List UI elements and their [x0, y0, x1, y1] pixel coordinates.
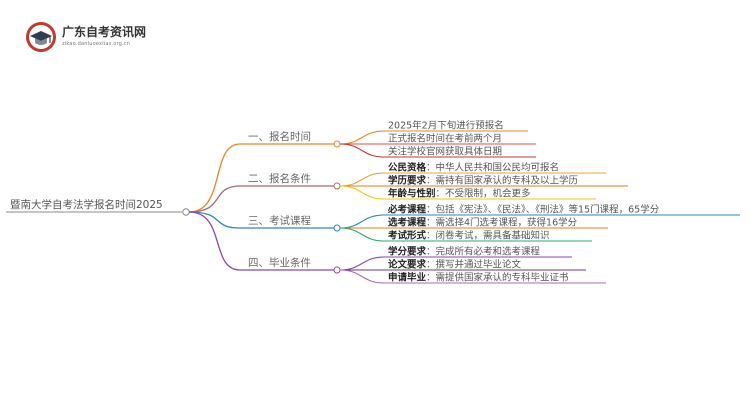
branch-label: 三、考试课程 — [248, 215, 311, 227]
leaf-connector — [339, 172, 385, 187]
branch-label: 二、报名条件 — [248, 172, 311, 185]
site-url: zikao.danluoexlias.org.cn — [62, 41, 131, 47]
leaf-keyword: 考试形式 — [388, 230, 427, 242]
branch-label: 四、毕业条件 — [248, 256, 311, 269]
leaf-text: 学分要求：完成所有必考和选考课程 — [388, 246, 541, 258]
leaf-text: 选考课程：需选择4门选考课程，获得16学分 — [388, 217, 578, 229]
root-topic: 暨南大学自考法学报名时间2025 — [10, 198, 163, 211]
leaf-connector — [339, 269, 385, 284]
leaf-keyword: 公民资格 — [388, 162, 427, 174]
site-logo[interactable]: 广东自考资讯网 zikao.danluoexlias.org.cn — [24, 20, 147, 54]
leaf-connector — [339, 256, 385, 271]
leaf-text: 学历要求：需持有国家承认的专科及以上学历 — [388, 175, 578, 187]
leaf-detail: ：闭卷考试，需具备基础知识 — [426, 230, 550, 242]
leaf-text: 考试形式：闭卷考试，需具备基础知识 — [388, 230, 550, 242]
branch-node — [333, 182, 341, 190]
leaf-detail: ：需选择4门选考课程，获得16学分 — [426, 217, 578, 229]
leaf-detail: ：完成所有必考和选考课程 — [426, 246, 541, 258]
leaf-text: 年龄与性别：不受限制，机会更多 — [388, 188, 531, 200]
leaf-keyword: 学历要求 — [388, 175, 427, 187]
leaf-text: 正式报名时间在考前两个月 — [388, 133, 502, 145]
branch-connector — [188, 185, 241, 213]
leaf-text: 申请毕业：需提供国家承认的专科毕业证书 — [388, 272, 569, 284]
branch-node — [333, 266, 341, 274]
leaf-text: 必考课程：包括《宪法》、《民法》、《刑法》等15门课程，65学分 — [387, 204, 660, 216]
leaf-detail: 关注学校官网获取具体日期 — [388, 146, 502, 158]
leaf-keyword: 论文要求 — [388, 259, 427, 271]
leaf-detail: 2025年2月下旬进行预报名 — [388, 120, 504, 132]
leaf-keyword: 必考课程 — [387, 204, 427, 216]
leaf-text: 2025年2月下旬进行预报名 — [388, 120, 504, 132]
leaf-connector — [339, 227, 385, 242]
branch-connector — [188, 143, 241, 213]
leaf-keyword: 申请毕业 — [388, 272, 427, 284]
branch-node — [333, 224, 341, 232]
leaf-detail: ：撰写并通过毕业论文 — [426, 259, 522, 271]
leaf-connector — [339, 143, 385, 158]
leaf-text: 论文要求：撰写并通过毕业论文 — [388, 259, 522, 271]
graduation-cap-icon — [26, 22, 56, 52]
branch-connector — [188, 211, 241, 229]
leaf-detail: ：中华人民共和国公民均可报名 — [426, 162, 559, 174]
branch-connector — [188, 211, 241, 271]
leaf-keyword: 选考课程 — [388, 217, 427, 229]
leaf-text: 关注学校官网获取具体日期 — [388, 146, 502, 158]
branch-node — [333, 140, 341, 148]
leaf-connector — [339, 214, 385, 229]
site-name: 广东自考资讯网 — [62, 25, 147, 39]
leaf-detail: ：需提供国家承认的专科毕业证书 — [426, 272, 569, 284]
leaf-keyword: 学分要求 — [388, 246, 427, 258]
leaf-detail: ：包括《宪法》、《民法》、《刑法》等15门课程，65学分 — [426, 204, 660, 216]
leaf-detail: 正式报名时间在考前两个月 — [388, 133, 502, 145]
leaf-detail: ：需持有国家承认的专科及以上学历 — [426, 175, 578, 187]
leaf-detail: ：不受限制，机会更多 — [436, 188, 531, 200]
leaf-text: 公民资格：中华人民共和国公民均可报名 — [388, 162, 559, 174]
leaf-connector — [339, 185, 385, 200]
leaf-connector — [339, 130, 385, 145]
root-node — [182, 208, 190, 216]
branch-label: 一、报名时间 — [248, 130, 311, 143]
leaf-keyword: 年龄与性别 — [388, 188, 436, 200]
